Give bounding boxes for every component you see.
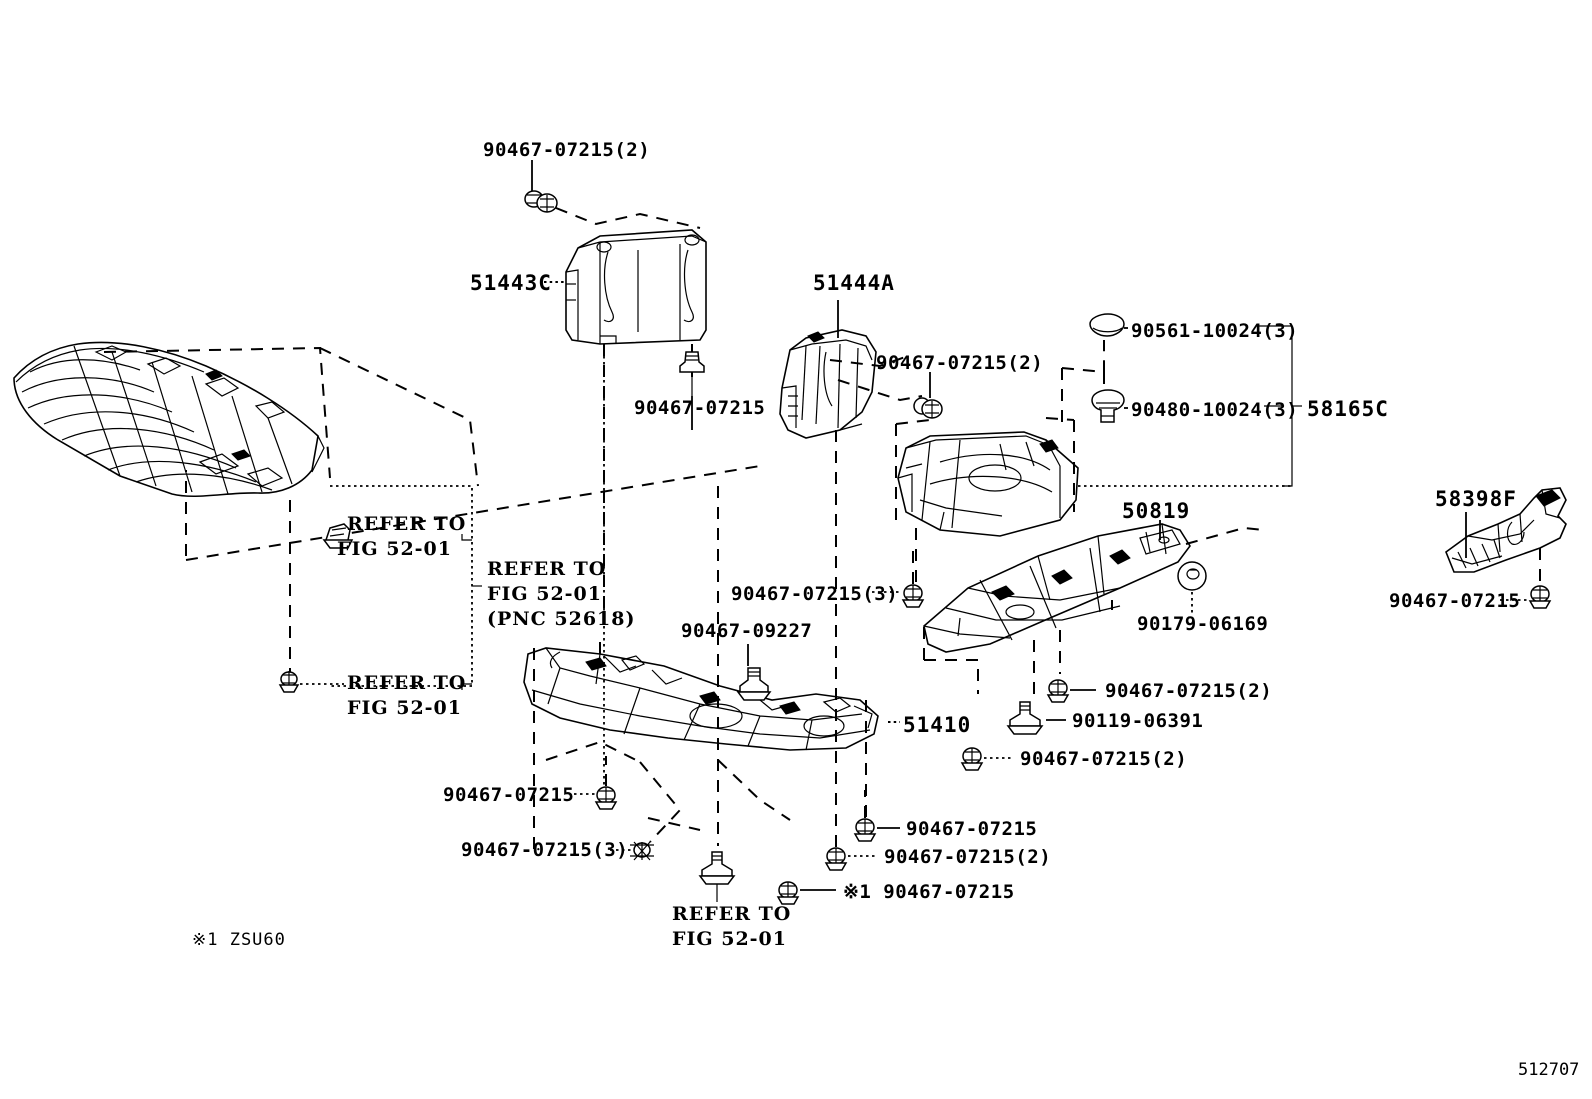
dash-50819-right	[1185, 526, 1265, 545]
fastener-icon-90179-grommet	[1177, 561, 1207, 591]
part-51444a-cover	[779, 329, 877, 439]
fastener-icon-bolt-51443c	[679, 351, 705, 396]
label-right-clip-2a: 90467-07215(2)	[1105, 680, 1273, 702]
label-part-51410: 51410	[903, 713, 972, 737]
fastener-icon-right-clip-2b	[960, 747, 984, 771]
label-part-58165c: 58165C	[1307, 397, 1389, 421]
projection-long-diagonal	[185, 465, 761, 561]
dash-51444a-b	[837, 379, 923, 402]
dash-58165c-topright	[1045, 417, 1075, 421]
part-51443c-cover	[565, 229, 707, 345]
label-part-51443c: 51443C	[470, 271, 552, 295]
part-58165c-box	[897, 431, 1079, 537]
refer-note-b-line2: FIG 52-01	[487, 583, 602, 605]
refer-note-b-line3: (PNC 52618)	[487, 608, 636, 630]
fastener-icon-right-clip-2a	[1046, 679, 1070, 703]
label-lower-left-clip-3: 90467-07215(3)	[461, 839, 629, 861]
dash-lower-left-clip3	[639, 761, 682, 843]
label-clip-90561: 90561-10024(3)	[1131, 320, 1299, 342]
sheet-id: 512707	[1518, 1060, 1580, 1080]
footnote-zsu60: ※1 ZSU60	[192, 930, 286, 950]
refer-note-a-line2: FIG 52-01	[337, 538, 452, 560]
part-engine-under-cover-left	[13, 341, 325, 498]
label-top-clip-2: 90467-07215(2)	[483, 139, 651, 161]
label-lower-left-clip: 90467-07215	[443, 784, 575, 806]
refer-note-d-line1: REFER TO	[672, 903, 792, 925]
label-grommet-90179: 90179-06169	[1137, 613, 1269, 635]
refer-note-c-line1: REFER TO	[347, 672, 467, 694]
fastener-icon-lower-mid-clip	[853, 818, 877, 842]
label-left-mid-bolt: 90467-07215	[634, 397, 766, 419]
dash-lower-bolt	[647, 817, 701, 831]
fastener-icon-center-bolt	[698, 851, 736, 902]
label-part-51444a: 51444A	[813, 271, 895, 295]
fastener-icon-refer-c	[278, 671, 300, 693]
refer-note-b-line1: REFER TO	[487, 558, 607, 580]
label-part-58398f: 58398F	[1435, 487, 1517, 511]
dash-58165c-topleft	[895, 419, 931, 425]
label-mid-clip-2: 90467-07215(2)	[876, 352, 1044, 374]
dash-lower-star	[717, 759, 791, 821]
label-star-clip: ※1 90467-07215	[843, 881, 1015, 903]
fastener-icon-center-clip3	[901, 584, 925, 608]
part-51410-cover	[523, 647, 879, 751]
label-clip-90480: 90480-10024(3)	[1131, 399, 1299, 421]
label-right-clip-2b: 90467-07215(2)	[1020, 748, 1188, 770]
fastener-icon-lower-left-clip	[594, 786, 618, 810]
dash-51443c-clip	[555, 207, 701, 229]
refer-note-d-line2: FIG 52-01	[672, 928, 787, 950]
fastener-icon-star-clip	[776, 881, 800, 905]
label-bolt-90119: 90119-06391	[1072, 710, 1204, 732]
fastener-icon-90561	[1089, 313, 1125, 337]
fastener-icon-top-clip	[524, 190, 558, 213]
fastener-icon-58398f-bolt	[1528, 585, 1552, 609]
label-center-clip-3: 90467-07215(3)	[731, 583, 899, 605]
label-lower-mid-clip: 90467-07215	[906, 818, 1038, 840]
label-clip-90467-09227: 90467-09227	[681, 620, 813, 642]
dash-50819-bottomleft	[924, 659, 979, 694]
fastener-icon-bolt-90119	[1006, 701, 1044, 735]
fastener-icon-90467-09227	[736, 667, 772, 701]
label-lower-mid-clip-2: 90467-07215(2)	[884, 846, 1052, 868]
refer-note-c-line2: FIG 52-01	[347, 697, 462, 719]
projection-engine-cover-right	[319, 347, 479, 487]
refer-note-a-line1: REFER TO	[347, 513, 467, 535]
fastener-icon-90480	[1091, 389, 1125, 423]
dash-51410-underlink	[545, 740, 641, 763]
label-part-50819: 50819	[1122, 499, 1191, 523]
projection-engine-cover-top	[103, 346, 331, 479]
label-right-bolt-58398f: 90467-07215	[1389, 590, 1521, 612]
fastener-icon-lower-left-clip3	[630, 841, 654, 861]
dash-90561-link	[1061, 340, 1105, 374]
fastener-icon-clip-51444a	[913, 397, 943, 419]
fastener-icon-lower-mid-clip2	[824, 847, 848, 871]
